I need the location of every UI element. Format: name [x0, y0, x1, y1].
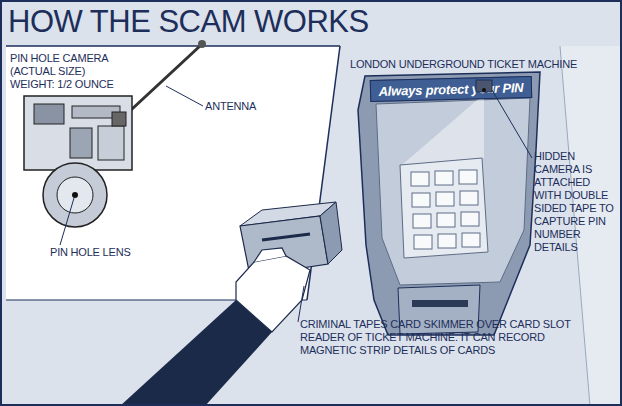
leader-line [60, 198, 74, 245]
card-slot-housing [398, 285, 480, 334]
leader-line [166, 86, 203, 106]
key [435, 171, 453, 185]
leader-line [492, 90, 532, 158]
camera-view-cone [402, 94, 484, 165]
skimmer-side [320, 202, 342, 264]
antenna-mount [112, 112, 126, 126]
panel-edge [307, 46, 340, 300]
key [462, 233, 480, 247]
machine-hood [358, 72, 540, 335]
key [437, 213, 455, 227]
inset-panel: PIN HOLE CAMERA (ACTUAL SIZE) WEIGHT: 1/… [6, 46, 340, 300]
hidden-camera [476, 80, 492, 92]
key [459, 170, 477, 184]
hand [236, 256, 310, 332]
wall-edge [560, 46, 590, 406]
card-slot [412, 300, 468, 307]
chip [70, 128, 92, 158]
key [461, 212, 479, 226]
key [414, 235, 432, 249]
thumb [254, 248, 286, 262]
hidden-camera-lens [482, 88, 486, 92]
key [438, 234, 456, 248]
node-text: PIN HOLE CAMERA (ACTUAL SIZE) WEIGHT: 1/… [10, 52, 128, 91]
key [436, 192, 454, 206]
sleeve [120, 300, 272, 406]
wall-strip [560, 46, 622, 406]
skimmer-slot [262, 234, 310, 240]
key [413, 214, 431, 228]
panel-edge [6, 300, 307, 301]
chip [72, 106, 120, 118]
node-text: Always protect your PIN [371, 80, 531, 99]
circuit-board [24, 96, 132, 170]
key [412, 193, 430, 207]
antenna-wire [118, 46, 200, 122]
card-skimmer [240, 216, 328, 276]
chip [98, 126, 124, 160]
pin-hole-lens [72, 192, 78, 198]
callout-label: CRIMINAL TAPES CARD SKIMMER OVER CARD SL… [300, 318, 592, 357]
warning-banner: Always protect your PIN [370, 76, 533, 102]
callout-label: HIDDEN CAMERA IS ATTACHED WITH DOUBLE SI… [534, 150, 614, 254]
lens-housing [43, 163, 107, 227]
chip [34, 104, 64, 124]
skimmer-top [240, 202, 336, 226]
leader-line [298, 286, 304, 322]
keypad-keys [411, 170, 480, 249]
callout-label: LONDON UNDERGROUND TICKET MACHINE [350, 58, 590, 71]
title: HOW THE SCAM WORKS [8, 5, 369, 39]
key [460, 191, 478, 205]
panel-edge [6, 45, 340, 47]
key [411, 172, 429, 186]
keypad-panel [400, 158, 488, 258]
lens-ring [57, 177, 93, 213]
antenna-tip [198, 40, 206, 48]
